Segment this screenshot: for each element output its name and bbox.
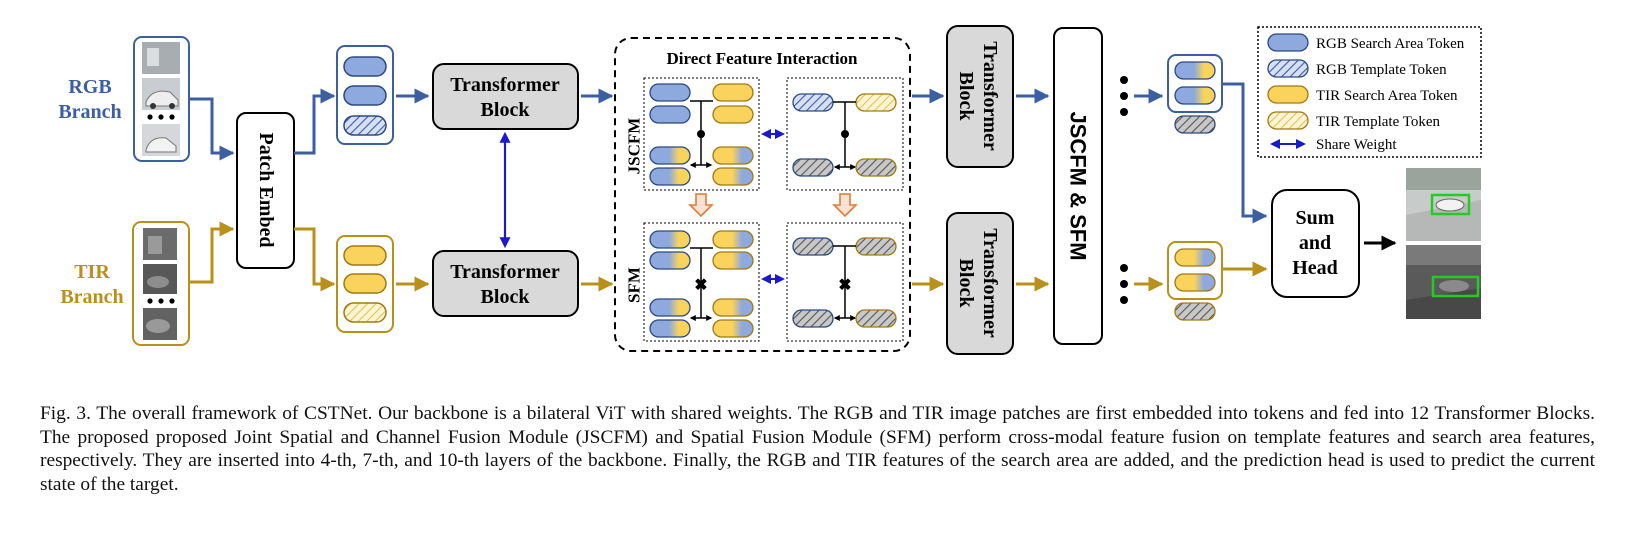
legend-tir-template-label: TIR Template Token bbox=[1316, 114, 1440, 130]
dfi-title: Direct Feature Interaction bbox=[666, 49, 858, 68]
legend-rgb-search-swatch bbox=[1267, 33, 1309, 52]
jscfm-side-label: JSCFM bbox=[625, 118, 644, 175]
sfm-side-label: SFM bbox=[625, 267, 644, 303]
rgb-token-group bbox=[336, 45, 394, 145]
transformer-block-tir-2-label-1: Transformer bbox=[979, 228, 1001, 338]
sfm-template-module: ✖ bbox=[786, 222, 904, 342]
legend-rgb-template-label: RGB Template Token bbox=[1316, 62, 1447, 78]
sum-and-head-block bbox=[1271, 189, 1360, 298]
legend-rgb-template-swatch bbox=[1267, 59, 1309, 78]
legend-rgb-search-label: RGB Search Area Token bbox=[1316, 36, 1465, 52]
tir-branch-label-2: Branch bbox=[60, 286, 123, 308]
jscfm-sfm-label: JSCFM & SFM bbox=[1066, 111, 1091, 260]
sum-head-label-1: Sum bbox=[1296, 207, 1335, 229]
tir-token-group bbox=[336, 235, 394, 333]
tir-image-patches bbox=[132, 221, 190, 346]
rgb-image-patches bbox=[133, 36, 190, 162]
fusion-down-arrow-left bbox=[688, 193, 714, 218]
rgb-output-tokens bbox=[1167, 54, 1223, 134]
legend-tir-search-swatch bbox=[1267, 85, 1309, 104]
jscfm-sfm-block bbox=[1053, 27, 1103, 345]
transformer-block-rgb-label-1: Transformer bbox=[450, 74, 560, 96]
legend-tir-template-swatch bbox=[1267, 111, 1309, 130]
legend-tir-search-label: TIR Search Area Token bbox=[1316, 88, 1458, 104]
transformer-block-rgb-2 bbox=[946, 25, 1014, 168]
svg-text:✖: ✖ bbox=[838, 277, 851, 294]
svg-text:✖: ✖ bbox=[694, 277, 707, 294]
framework-diagram: RGB Branch TIR Branch Patch Embed bbox=[58, 25, 1482, 355]
jscfm-template-module bbox=[786, 77, 904, 191]
sfm-search-module: ✖ bbox=[643, 222, 760, 342]
output-tir-image bbox=[1406, 245, 1481, 319]
ellipsis-tir bbox=[1120, 264, 1128, 304]
transformer-block-tir-2-label-2: Block bbox=[955, 259, 977, 309]
ellipsis-rgb bbox=[1120, 76, 1128, 116]
transformer-block-rgb-2-label-1: Transformer bbox=[979, 41, 1001, 151]
rgb-branch-label-2: Branch bbox=[58, 101, 121, 123]
sum-head-label-3: Head bbox=[1292, 257, 1338, 279]
transformer-block-tir-label-1: Transformer bbox=[450, 261, 560, 283]
output-rgb-image bbox=[1406, 168, 1481, 241]
transformer-block-rgb-2-label-2: Block bbox=[955, 72, 977, 122]
tir-branch-label-1: TIR bbox=[74, 261, 110, 283]
figure-caption: Fig. 3. The overall framework of CSTNet.… bbox=[40, 403, 1595, 495]
transformer-block-tir bbox=[432, 250, 579, 317]
legend: RGB Search Area Token RGB Template Token… bbox=[1257, 26, 1482, 158]
transformer-block-tir-label-2: Block bbox=[481, 286, 531, 308]
rgb-branch-label-1: RGB bbox=[68, 76, 111, 98]
legend-share-weight-label: Share Weight bbox=[1316, 137, 1397, 153]
jscfm-search-module bbox=[643, 77, 760, 191]
transformer-block-tir-2 bbox=[946, 212, 1014, 355]
fusion-down-arrow-right bbox=[832, 193, 858, 218]
transformer-block-rgb bbox=[432, 63, 579, 130]
tir-output-tokens bbox=[1167, 241, 1223, 321]
sum-head-label-2: and bbox=[1299, 232, 1331, 254]
patch-embed-label: Patch Embed bbox=[255, 133, 277, 248]
patch-embed-block bbox=[236, 112, 295, 269]
transformer-block-rgb-label-2: Block bbox=[481, 99, 531, 121]
